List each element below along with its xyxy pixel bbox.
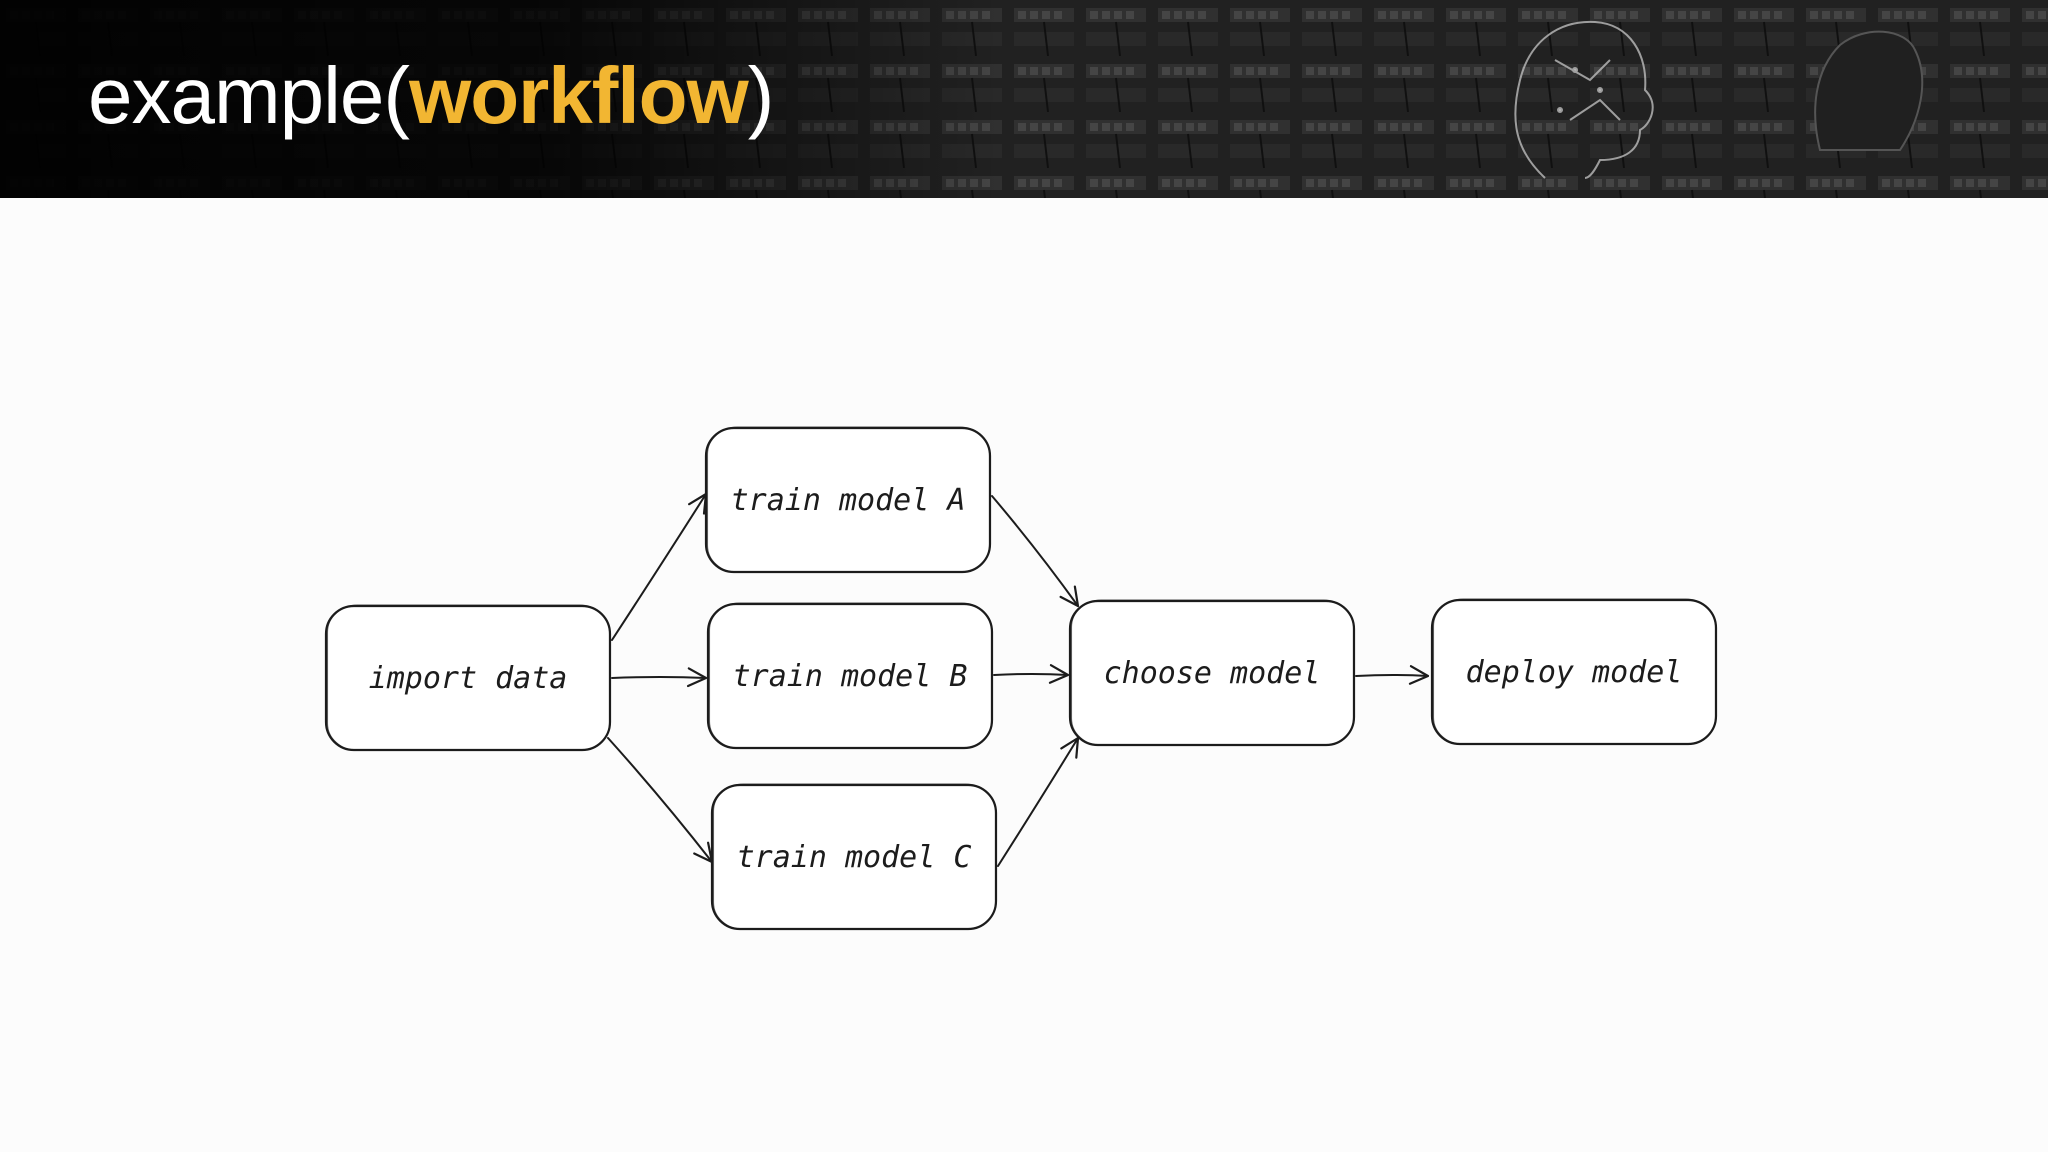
title-prefix: example( [88,51,410,140]
edge-import-trainC [607,737,714,864]
node-label: deploy model [1466,655,1683,690]
nodes-layer: import data train model A train model B tra… [324,426,1718,931]
diagram-canvas: import data train model A train model B tra… [0,198,2048,1152]
title-accent: workflow [409,51,749,140]
title-suffix: ) [747,51,775,140]
edge-choose-deploy [1355,665,1430,685]
node-choose: choose model [1068,599,1356,747]
edges-layer [607,492,1430,867]
node-label: train model C [737,840,972,875]
edge-trainA-choose [991,495,1080,608]
edge-trainC-choose [997,736,1080,867]
node-box-outline [706,426,991,574]
workflow-diagram: import data train model A train model B tra… [324,426,1718,931]
edge-import-trainB [611,667,708,688]
node-box-outline [1432,598,1717,746]
node-label: train model A [731,483,966,518]
node-label: import data [369,661,568,696]
edge-trainB-choose [993,664,1070,684]
edge-import-trainA [611,492,708,641]
node-box-outline [712,783,997,931]
node-trainC: train model C [710,783,998,931]
node-box-outline [326,604,611,752]
node-box-outline [1070,599,1355,747]
node-box-outline [708,602,993,750]
slide-title: example(workflow) [88,46,775,146]
node-trainA: train model A [704,426,992,574]
node-label: choose model [1104,656,1321,691]
node-import: import data [324,604,612,752]
node-deploy: deploy model [1430,598,1718,746]
banner-shade [0,0,1000,198]
node-label: train model B [733,659,968,694]
node-trainB: train model B [706,602,994,750]
header-banner: example(workflow) [0,0,2048,198]
